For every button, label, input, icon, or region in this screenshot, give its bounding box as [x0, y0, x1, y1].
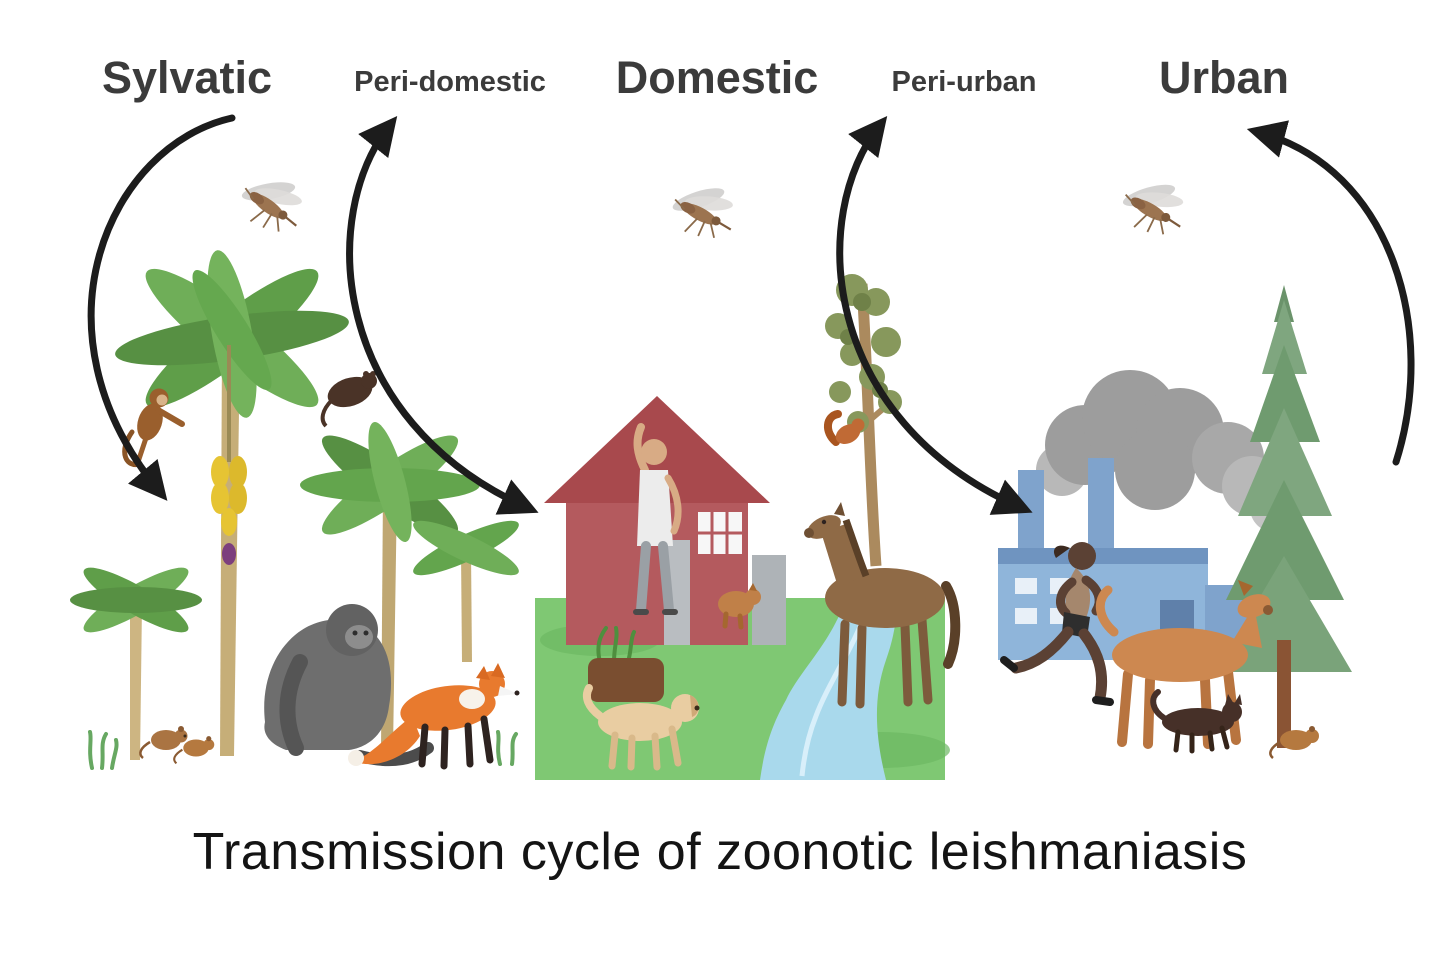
zone-label-peri-domestic: Peri-domestic: [354, 66, 546, 98]
banana-crown: [115, 250, 349, 418]
zone-label-domestic: Domestic: [615, 52, 819, 103]
planter: [588, 626, 664, 702]
person-stretching: [633, 423, 682, 615]
sandfly-icon: [1113, 169, 1191, 240]
arrow-urban-cycle: [1246, 120, 1415, 466]
sloth: [264, 604, 434, 767]
fox: [348, 663, 520, 770]
pine-tree: [1216, 285, 1352, 748]
banana-crown: [70, 567, 202, 633]
dog: [582, 684, 700, 771]
diagram-title: Transmission cycle of zoonotic leishmani…: [192, 823, 1248, 881]
grass: [88, 730, 518, 770]
cat: [1150, 689, 1242, 754]
sylvatic-scene: [70, 250, 520, 770]
horse: [804, 502, 961, 709]
arrow-sylvatic-cycle: [87, 114, 236, 501]
urban-scene: [998, 285, 1352, 759]
rodent: [139, 726, 188, 759]
urban-dog: [1095, 580, 1273, 749]
banana-trunk: [130, 604, 142, 760]
banana-crown: [413, 520, 519, 576]
cycle-arrows: [87, 114, 1415, 515]
jogging-woman: [1000, 542, 1114, 706]
small-dog: [718, 583, 761, 630]
banana-trunk: [461, 552, 472, 662]
banana-bunch: [211, 345, 247, 565]
dark-monkey: [320, 371, 377, 428]
sandfly-icon: [230, 163, 311, 239]
zone-label-peri-urban: Peri-urban: [891, 66, 1037, 98]
rodent: [1269, 726, 1319, 759]
arrow-sylvatic-domestic: [346, 115, 539, 515]
rodent: [173, 736, 215, 765]
arrow-domestic-urban: [836, 115, 1033, 515]
zone-label-sylvatic: Sylvatic: [101, 52, 273, 103]
domestic-scene: [535, 274, 961, 780]
sandfly-icon: [663, 174, 740, 243]
zone-label-urban: Urban: [1158, 52, 1290, 103]
monkey: [122, 388, 185, 468]
squirrel: [824, 410, 865, 446]
